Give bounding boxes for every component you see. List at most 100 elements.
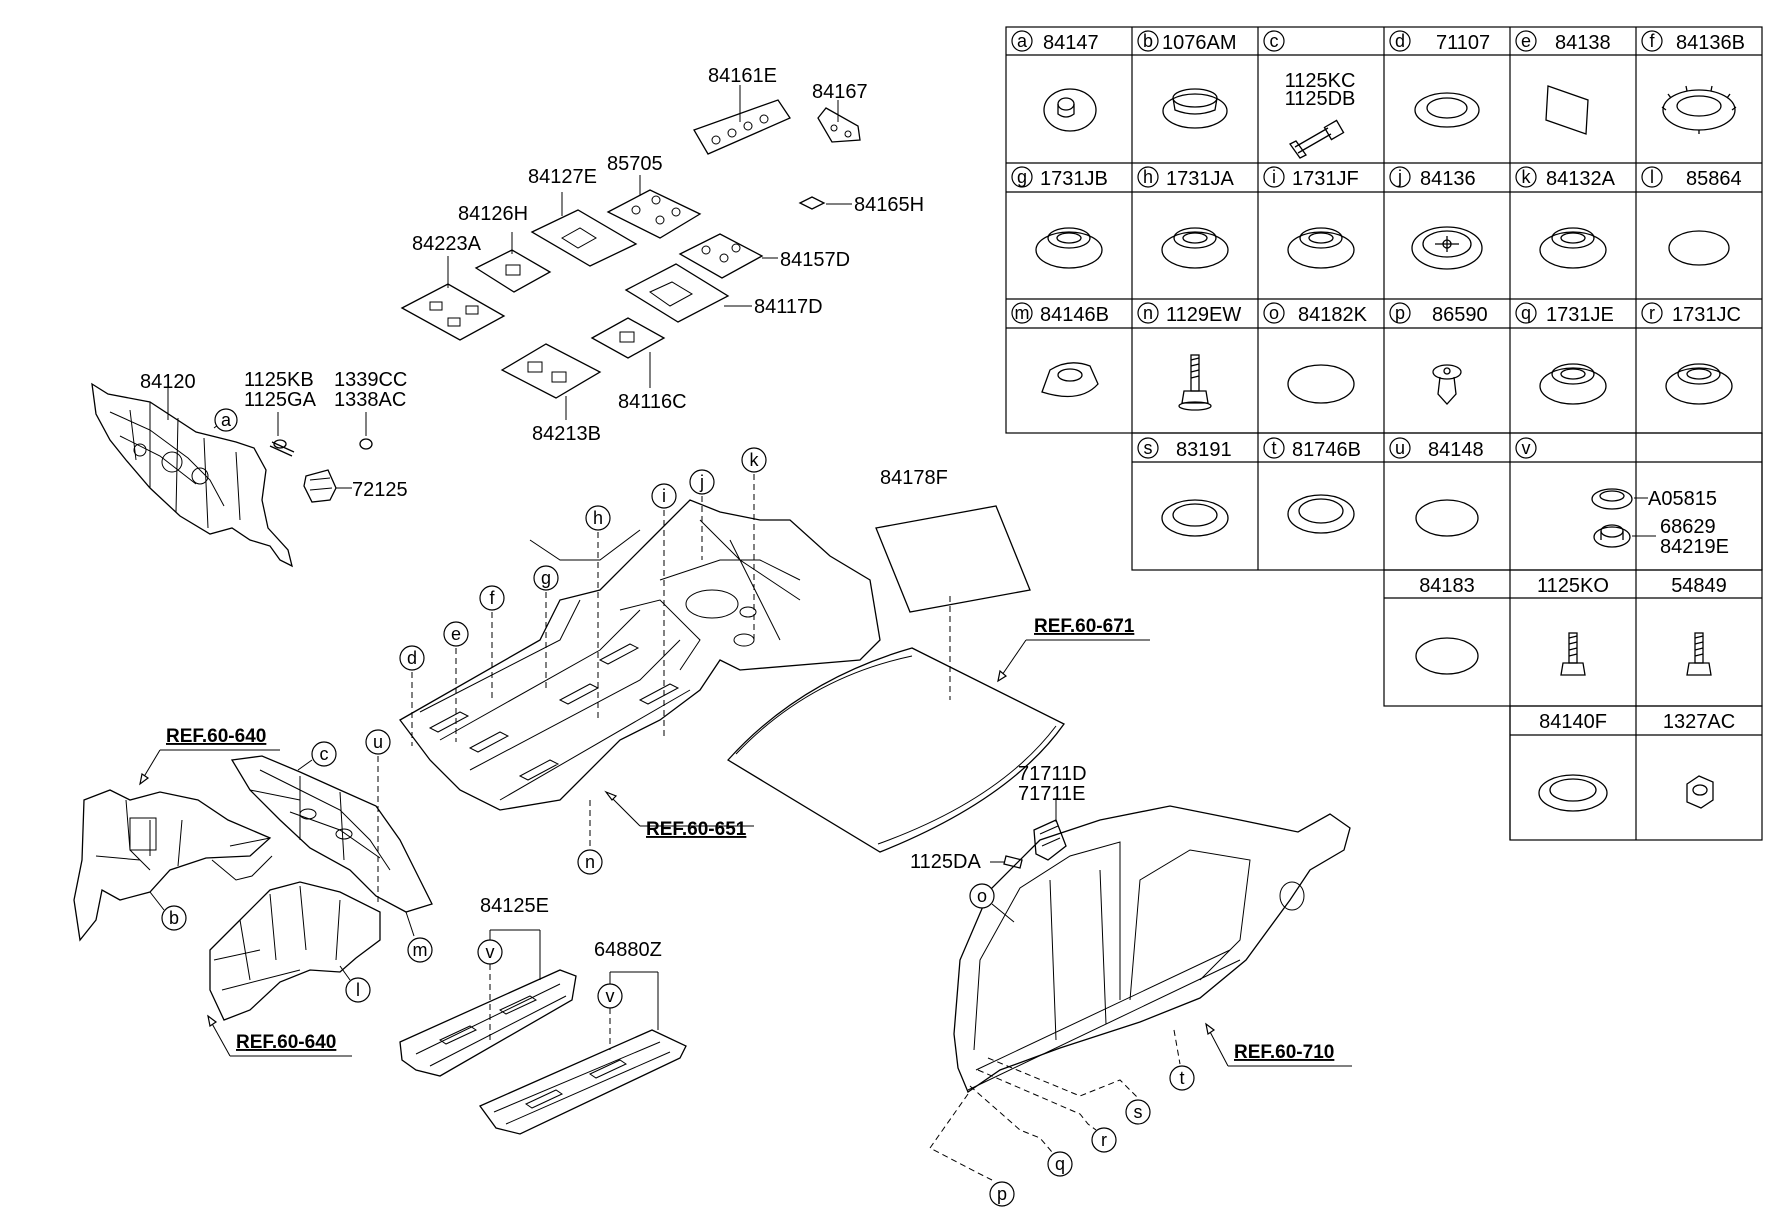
cell-letter: p <box>1395 303 1405 323</box>
bracket-72125-icon <box>303 469 337 503</box>
label-1125DA: 1125DA <box>910 851 981 873</box>
label-71711D: 71711D <box>1018 763 1087 785</box>
grommet-1731JE-icon <box>1539 363 1607 405</box>
grommet-84147-icon <box>1043 88 1097 132</box>
bracket-71711D-icon <box>1033 819 1067 861</box>
ref-60-651: REF.60-651 <box>646 819 747 840</box>
pad-84138-icon <box>1545 85 1589 135</box>
fasteners-dash: 1125KB 1125GA 1339CC 1338AC 72125 <box>244 369 408 503</box>
label-84127E: 84127E <box>528 166 597 188</box>
insulation-pads-group: 84161E 84167 84165H 85705 84127E 84157D … <box>400 65 924 445</box>
ring-71107-icon <box>1414 92 1480 128</box>
grommet-1731JF-icon <box>1287 227 1355 269</box>
callout-f: f <box>489 588 495 608</box>
pad-84157D <box>678 233 764 279</box>
cell-letter: f <box>1649 31 1655 51</box>
label-84223A: 84223A <box>412 233 482 255</box>
pad-85705 <box>606 189 702 239</box>
grommet-A05815-icon: A05815 <box>1591 488 1717 510</box>
plug-84183-icon <box>1415 637 1479 675</box>
label-84116C: 84116C <box>618 391 687 413</box>
pad-84213B <box>500 343 602 399</box>
bolt-1125KO-icon <box>1560 632 1586 676</box>
callout-p: p <box>997 1184 1007 1204</box>
callout-j: j <box>699 472 704 492</box>
cell-letter: u <box>1395 438 1405 458</box>
label-71711E: 71711E <box>1018 783 1085 805</box>
label-1125KB: 1125KB <box>244 369 314 391</box>
bolt-1129EW-icon <box>1178 354 1212 411</box>
cell-letter: s <box>1144 438 1153 458</box>
callout-e: e <box>451 624 461 644</box>
cell-code: 1125KO <box>1537 575 1609 597</box>
grommet-1076AM-icon <box>1162 88 1228 129</box>
cell-code: 1731JE <box>1546 304 1614 326</box>
grommet-1731JC-icon <box>1665 363 1733 405</box>
cell-code: 1731JC <box>1672 304 1741 326</box>
pad-84127E <box>530 209 638 267</box>
cell-letter: n <box>1143 303 1153 323</box>
cell-letter: m <box>1015 303 1030 323</box>
cell-code: 84147 <box>1043 32 1099 54</box>
pad-84223A <box>400 283 506 341</box>
cell-code: 83191 <box>1176 439 1232 461</box>
label-1125GA: 1125GA <box>244 389 317 411</box>
pad-84178F <box>875 505 1031 613</box>
table-row-5: 84183 1125KO 54849 <box>1415 575 1727 676</box>
callout-c: c <box>320 744 329 764</box>
cell-code: 85864 <box>1686 168 1742 190</box>
cell-letter: a <box>1017 31 1028 51</box>
label-64880Z: 64880Z <box>594 939 662 961</box>
callout-u: u <box>373 732 383 752</box>
cell-code: 1129EW <box>1166 304 1241 326</box>
dash-panel-84120: 84120 a <box>91 371 293 568</box>
roof-panel: 84178F REF.60-671 <box>726 467 1150 853</box>
plug-84182K-icon <box>1287 364 1355 404</box>
table-row-6: 84140F 1327AC <box>1538 711 1735 812</box>
label-84213B: 84213B <box>532 423 601 445</box>
cell-letter: v <box>1522 438 1531 458</box>
callout-h: h <box>593 508 603 528</box>
cell-code: 68629 <box>1660 516 1716 538</box>
side-body-panel: 71711D 71711E 1125DA o REF.60-710 t s r … <box>910 763 1352 1207</box>
label-84157D: 84157D <box>780 249 850 271</box>
cell-letter: k <box>1522 167 1532 187</box>
cell-code: 1125KC <box>1285 70 1356 92</box>
grommet-84132A-icon <box>1539 227 1607 269</box>
front-side-member: REF.60-640 b <box>73 726 280 942</box>
cell-letter: q <box>1521 303 1531 323</box>
cell-code: 1731JA <box>1166 168 1234 190</box>
cell-code: 84136 <box>1420 168 1476 190</box>
cell-code: 1731JF <box>1292 168 1359 190</box>
cell-letter: b <box>1143 31 1153 51</box>
pad-84117D <box>624 263 730 323</box>
label-85705: 85705 <box>607 153 663 175</box>
ring-84140F-icon <box>1538 774 1608 812</box>
nut-68629-icon: 68629 84219E <box>1593 516 1729 558</box>
front-member-rear: l REF.60-640 <box>207 881 381 1057</box>
bolt-54849-icon <box>1686 632 1712 676</box>
floor-panel: REF.60-651 <box>399 499 881 840</box>
parts-table: a 84147 b 1076AM c d 71107 e 84138 f 841… <box>1005 26 1763 841</box>
nut-1339CC-icon <box>359 438 373 450</box>
pad-84161E <box>693 99 791 155</box>
callout-d: d <box>407 648 417 668</box>
ref-60-640-top: REF.60-640 <box>166 726 266 747</box>
table-row-3: m 84146B n 1129EW o 84182K p 86590 q 173… <box>1011 302 1741 411</box>
label-84178F: 84178F <box>880 467 948 489</box>
callout-i: i <box>662 486 666 506</box>
ring-83191-icon <box>1161 499 1229 537</box>
cell-letter: i <box>1272 167 1276 187</box>
grommet-1731JB-icon <box>1035 227 1103 269</box>
table-row-2: g 1731JB h 1731JA i 1731JF j 84136 k 841… <box>1011 166 1742 270</box>
grommet-84146B-icon <box>1041 362 1099 398</box>
cell-code: 84183 <box>1419 575 1475 597</box>
nut-1327AC-icon <box>1686 775 1714 809</box>
cell-letter: g <box>1017 167 1027 187</box>
cell-code: 84148 <box>1428 439 1484 461</box>
label-84165H: 84165H <box>854 194 924 216</box>
cell-code: 1076AM <box>1162 32 1237 54</box>
pad-84165H <box>798 196 826 210</box>
table-row-4: s 83191 t 81746B u 84148 v A05815 <box>1137 437 1729 558</box>
